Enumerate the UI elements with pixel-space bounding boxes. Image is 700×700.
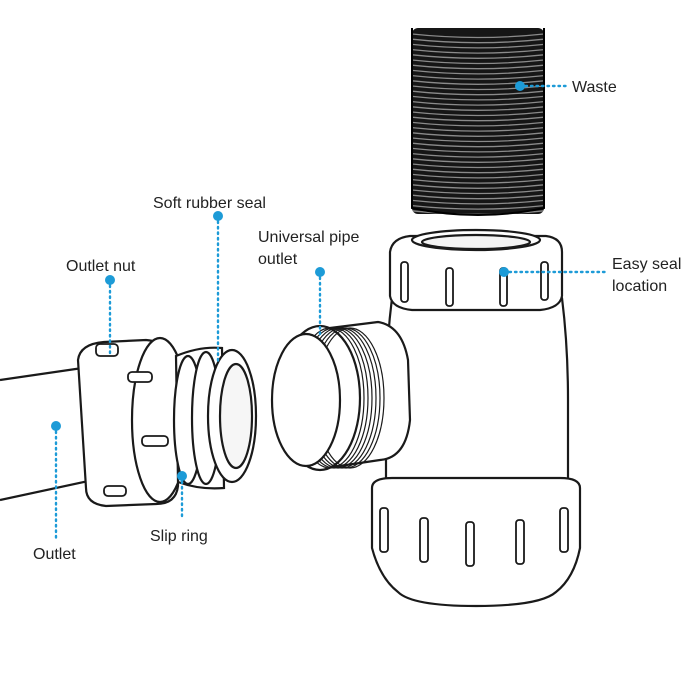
hose-rib (412, 210, 544, 214)
hose-rib (412, 121, 544, 127)
slip-ring-and-seal (172, 346, 258, 490)
hose-rib (412, 147, 544, 153)
hose-rib (412, 100, 544, 106)
label-waste: Waste (572, 79, 617, 96)
soft-rubber-seal-leader-dot (213, 211, 223, 221)
label-universal-pipe-outlet-line2: outlet (258, 251, 298, 268)
hose-rib (412, 106, 544, 111)
hose-rib (412, 184, 544, 189)
hose-rib (412, 33, 544, 39)
hose-rib (412, 74, 544, 80)
hose-rib (412, 80, 544, 85)
hose-rib (412, 126, 544, 132)
hose-rib (412, 204, 544, 210)
hose-rib (412, 199, 544, 205)
hose-rib (412, 142, 544, 148)
hose-rib (412, 90, 544, 96)
hose-rib (412, 132, 544, 137)
slip-ring-leader-dot (177, 471, 187, 481)
outlet-nut-leader-dot (105, 275, 115, 285)
hose-rib (412, 158, 544, 163)
universal-pipe-outlet-cap (270, 324, 385, 472)
hose-rib (412, 178, 544, 184)
universal-pipe-outlet-leader-dot (315, 267, 325, 277)
label-easy-seal-location-line1: Easy seal (612, 256, 682, 273)
hose-rib (412, 111, 544, 117)
hose-rib (412, 43, 544, 49)
hose-rib (412, 189, 544, 195)
hose-rib (412, 116, 544, 122)
hose-rib (412, 69, 544, 75)
hose-rib (412, 64, 544, 70)
label-easy-seal-location-line2: location (612, 278, 668, 295)
label-universal-pipe-outlet-line1: Universal pipe (258, 229, 360, 246)
leader-lines (51, 81, 608, 542)
hose-rib (412, 59, 544, 65)
waste-hose (411, 28, 545, 216)
label-outlet: Outlet (33, 546, 76, 563)
hose-rib (412, 152, 544, 158)
easy-seal-location-leader-dot (499, 267, 509, 277)
hose-rib (412, 173, 544, 179)
label-soft-rubber-seal: Soft rubber seal (153, 195, 266, 212)
hose-rib (412, 54, 544, 59)
hose-rib (412, 95, 544, 101)
hose-rib (412, 48, 544, 54)
outlet-nut (76, 336, 190, 508)
hose-rib (412, 163, 544, 169)
outlet-leader-dot (51, 421, 61, 431)
waste-leader-dot (515, 81, 525, 91)
hose-rib (412, 38, 544, 44)
hose-rib (412, 168, 544, 174)
label-outlet-nut: Outlet nut (66, 258, 136, 275)
hose-rib (412, 85, 544, 91)
hose-rib (412, 137, 544, 143)
hose-rib (412, 194, 544, 200)
label-slip-ring: Slip ring (150, 528, 208, 545)
